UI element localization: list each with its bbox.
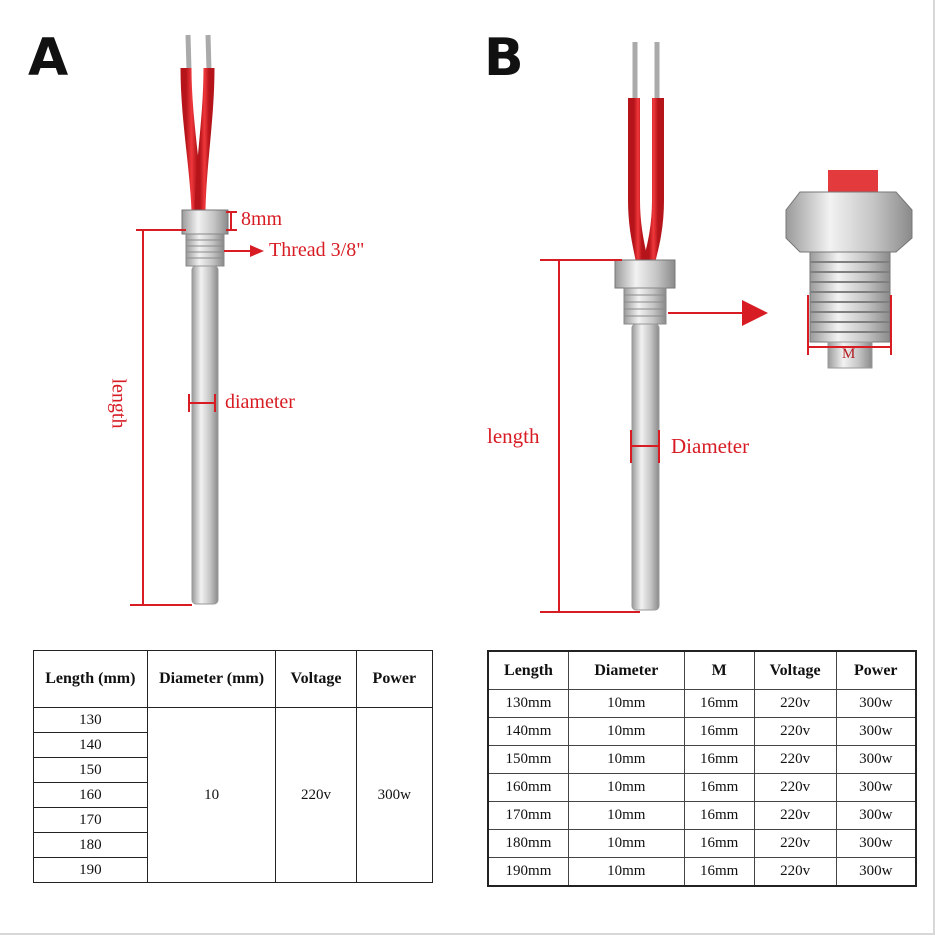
heater-b-lead-wires xyxy=(628,42,664,264)
table-row: 190 xyxy=(33,857,433,883)
diameter-cell: 10mm xyxy=(567,829,685,858)
heater-b-hex-nut xyxy=(614,259,676,289)
heater-a-hex-nut xyxy=(181,209,229,235)
heater-a-thread xyxy=(185,233,225,267)
length-cell: 130mm xyxy=(487,689,569,718)
diameter-label-a: diameter xyxy=(225,391,295,413)
length-cell: 140 xyxy=(33,732,148,758)
diameter-cell: 10mm xyxy=(567,773,685,802)
length-cell: 170 xyxy=(33,807,148,833)
length-cell: 180 xyxy=(33,832,148,858)
length-label-b: length xyxy=(487,424,540,448)
heater-a-tube xyxy=(191,265,219,605)
thread-detail-zoom xyxy=(785,170,913,369)
column-header-length: Length xyxy=(487,650,569,690)
column-header-voltage: Voltage xyxy=(275,650,357,708)
voltage-cell: 220v xyxy=(753,717,837,746)
voltage-cell: 220v xyxy=(753,857,837,887)
table-row: 160 xyxy=(33,782,433,808)
diameter-cell: 10mm xyxy=(567,857,685,887)
diameter-cell: 10mm xyxy=(567,801,685,830)
length-cell: 160mm xyxy=(487,773,569,802)
column-header-power: Power xyxy=(835,650,917,690)
length-cell: 130 xyxy=(33,707,148,733)
power-cell: 300w xyxy=(835,857,917,887)
thread-label: Thread 3/8" xyxy=(269,239,365,261)
heater-b-tube xyxy=(631,323,660,611)
diameter-cell: 10mm xyxy=(567,745,685,774)
diameter-label-b: Diameter xyxy=(671,434,750,458)
diameter-cell: 10mm xyxy=(567,717,685,746)
voltage-cell: 220v xyxy=(753,773,837,802)
length-cell: 160 xyxy=(33,782,148,808)
length-cell: 140mm xyxy=(487,717,569,746)
heater-a xyxy=(180,34,229,605)
table-row: 180 xyxy=(33,832,433,858)
length-cell: 150mm xyxy=(487,745,569,774)
power-cell: 300w xyxy=(835,717,917,746)
table-header-row: Length (mm) Diameter (mm) Voltage Power xyxy=(33,650,434,708)
length-cell: 190mm xyxy=(487,857,569,887)
length-cell: 150 xyxy=(33,757,148,783)
spec-table-a: Length (mm) Diameter (mm) Voltage Power … xyxy=(33,650,434,883)
length-cell: 190 xyxy=(33,857,148,883)
diameter-cell: 10 xyxy=(146,707,277,883)
heater-a-lead-wires xyxy=(180,34,215,213)
column-header-m: M xyxy=(683,650,755,690)
table-row: 150 xyxy=(33,757,433,783)
diameter-cell: 10mm xyxy=(567,689,685,718)
panel-a-letter: A xyxy=(28,28,69,88)
column-header-voltage: Voltage xyxy=(753,650,837,690)
table-row: 140 xyxy=(33,732,433,758)
heater-a-annotations xyxy=(130,211,264,606)
length-cell: 170mm xyxy=(487,801,569,830)
column-header-length: Length (mm) xyxy=(33,650,148,708)
heater-b-thread xyxy=(623,287,667,325)
power-cell: 300w xyxy=(355,707,434,883)
voltage-cell: 220v xyxy=(753,745,837,774)
heater-b-annotations xyxy=(540,259,768,613)
m-cell: 16mm xyxy=(683,801,755,830)
m-cell: 16mm xyxy=(683,745,755,774)
panel-b-letter: B xyxy=(484,28,524,88)
power-cell: 300w xyxy=(835,773,917,802)
power-cell: 300w xyxy=(835,745,917,774)
column-header-power: Power xyxy=(355,650,434,708)
m-cell: 16mm xyxy=(683,717,755,746)
voltage-cell: 220v xyxy=(753,689,837,718)
m-label: M xyxy=(842,346,856,362)
heater-b xyxy=(614,42,676,611)
power-cell: 300w xyxy=(835,829,917,858)
power-cell: 300w xyxy=(835,689,917,718)
m-cell: 16mm xyxy=(683,773,755,802)
voltage-cell: 220v xyxy=(753,801,837,830)
m-cell: 16mm xyxy=(683,829,755,858)
m-cell: 16mm xyxy=(683,689,755,718)
voltage-cell: 220v xyxy=(753,829,837,858)
column-header-diameter: Diameter xyxy=(567,650,685,690)
length-label-a: length xyxy=(107,378,130,429)
voltage-cell: 220v xyxy=(275,707,357,883)
m-cell: 16mm xyxy=(683,857,755,887)
thickness-label: 8mm xyxy=(241,208,283,230)
column-header-diameter: Diameter (mm) xyxy=(146,650,277,708)
power-cell: 300w xyxy=(835,801,917,830)
table-header-row: Length Diameter M Voltage Power xyxy=(487,650,917,690)
length-cell: 180mm xyxy=(487,829,569,858)
table-row: 130 10 220v 300w xyxy=(33,707,434,883)
